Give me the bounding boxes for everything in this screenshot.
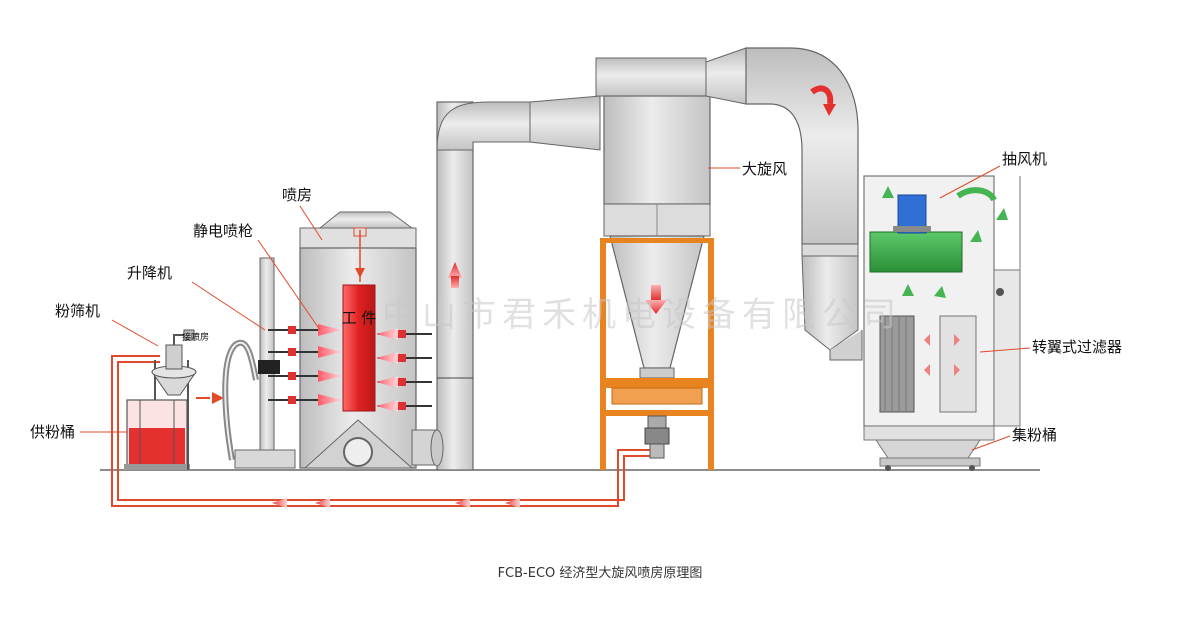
cyclone-to-filter-duct	[705, 47, 863, 361]
callout-lines	[80, 165, 1031, 451]
label-powder-supply-bucket: 供粉桶	[30, 423, 75, 441]
label-powder-collect-bucket: 集粉桶	[1012, 426, 1057, 444]
workpiece	[342, 284, 376, 412]
up-flow-arrow	[448, 262, 462, 278]
label-big-cyclone: 大旋风	[742, 160, 787, 178]
diagram-caption: FCB-ECO 经济型大旋风喷房原理图	[498, 565, 703, 581]
transfer-arrow	[212, 392, 224, 404]
watermark: 中山市君禾机电设备有限公司	[382, 295, 902, 335]
workpiece-label: 工 件	[342, 309, 377, 327]
swirl-arrow	[823, 104, 836, 116]
cyclone-stand	[600, 238, 714, 470]
label-exhaust-fan: 抽风机	[1002, 150, 1047, 168]
exhaust-fan-housing	[869, 231, 963, 273]
riser-duct	[411, 95, 601, 471]
label-electrostatic-gun: 静电喷枪	[193, 222, 253, 240]
label-lifter: 升降机	[127, 264, 172, 282]
return-flow-arrows	[272, 498, 520, 508]
electrostatic-guns-right	[376, 328, 432, 412]
electrostatic-guns-left	[268, 324, 342, 406]
label-rotary-filter: 转翼式过滤器	[1032, 338, 1122, 356]
filter-unit	[863, 175, 1021, 471]
powder-supply-bucket	[124, 399, 190, 470]
down-flow-arrow	[645, 300, 667, 314]
powder-sieve	[151, 329, 197, 470]
label-spray-booth: 喷房	[282, 186, 312, 204]
return-powder-pipe	[111, 355, 660, 507]
lifter	[222, 257, 296, 469]
label-booth-connect: 接喷房	[182, 331, 209, 343]
air-flow-arrows	[882, 186, 1008, 298]
big-cyclone	[595, 57, 711, 379]
label-powder-sieve: 粉筛机	[55, 302, 100, 320]
spray-booth: 工 件	[299, 211, 417, 469]
